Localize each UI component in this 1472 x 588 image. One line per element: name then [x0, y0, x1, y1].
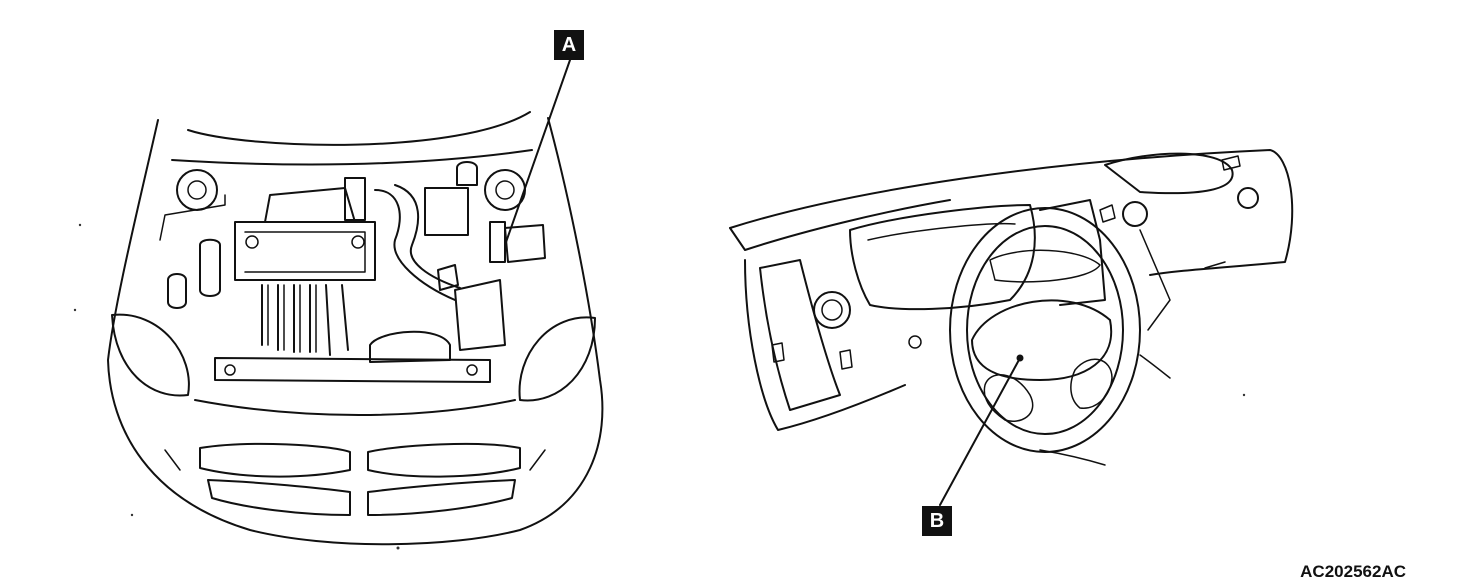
callout-label-b: B [922, 506, 952, 536]
scan-specks [73, 223, 1246, 550]
leader-line-b [939, 357, 1021, 506]
leader-line-a [504, 59, 571, 246]
figure-id-label: AC202562AC [1300, 562, 1406, 581]
dashboard-illustration [729, 149, 1294, 506]
engine-compartment-illustration [107, 59, 604, 546]
callout-label-a: A [554, 30, 584, 60]
